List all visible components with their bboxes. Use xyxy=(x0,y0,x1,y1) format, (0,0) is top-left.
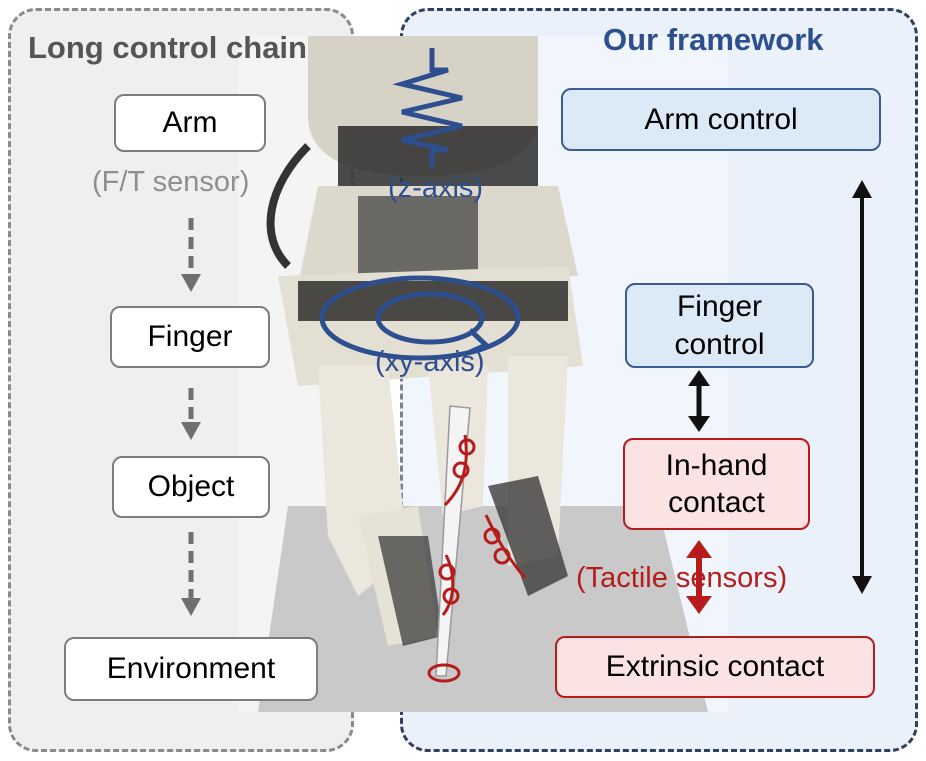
in-hand-contact-box: In-hand contact xyxy=(623,438,810,530)
extrinsic-contact-label: Extrinsic contact xyxy=(605,650,825,684)
dashed-arrow-finger-object xyxy=(181,388,201,440)
finger-box: Finger xyxy=(110,306,270,368)
tactile-double-arrow xyxy=(686,540,712,614)
xy-axis-label: (xy-axis) xyxy=(375,346,485,378)
finger-control-box: Finger control xyxy=(625,283,814,368)
z-axis-label: (z-axis) xyxy=(388,172,484,204)
arm-box: Arm xyxy=(114,94,266,152)
left-panel-title: Long control chain xyxy=(28,30,307,65)
right-panel-title: Our framework xyxy=(603,22,824,57)
tactile-sensors-label: (Tactile sensors) xyxy=(576,562,788,594)
xy-axis-rotation-icon xyxy=(319,275,521,361)
arm-box-label: Arm xyxy=(162,106,218,140)
arm-control-box: Arm control xyxy=(561,88,881,151)
dashed-arrow-object-environment xyxy=(181,532,201,616)
in-hand-contact-label: In-hand contact xyxy=(665,448,768,520)
arm-extrinsic-double-arrow xyxy=(852,180,872,594)
environment-box-label: Environment xyxy=(106,652,276,686)
z-axis-spring-icon xyxy=(392,48,463,168)
object-box: Object xyxy=(112,456,270,518)
dashed-arrow-arm-finger xyxy=(181,218,201,292)
finger-inhand-double-arrow xyxy=(688,370,710,432)
ft-sensor-label: (F/T sensor) xyxy=(92,166,250,198)
contact-markers xyxy=(427,434,527,683)
finger-control-label: Finger control xyxy=(674,290,765,361)
environment-box: Environment xyxy=(64,637,318,701)
object-box-label: Object xyxy=(147,470,235,504)
finger-box-label: Finger xyxy=(147,320,233,354)
arm-control-label: Arm control xyxy=(644,102,798,136)
extrinsic-contact-box: Extrinsic contact xyxy=(555,636,875,698)
